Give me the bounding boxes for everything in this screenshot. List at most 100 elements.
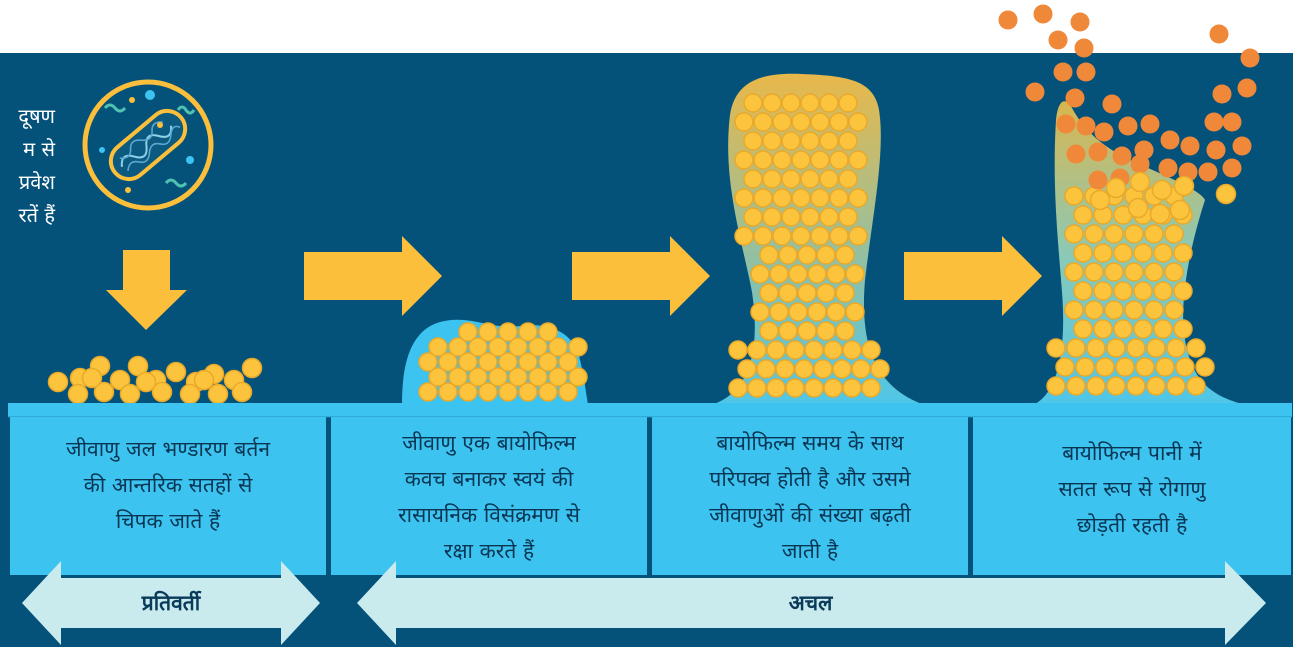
- bacterium-dot: [83, 369, 102, 388]
- bacterium-dot: [539, 323, 557, 341]
- bacterium-dot: [1167, 377, 1185, 395]
- bacterium-dot: [1125, 225, 1143, 243]
- bacterium-dot: [1089, 143, 1108, 162]
- bacterium-dot: [805, 379, 823, 397]
- stage-cell: जीवाणु जल भण्डारण बर्तन की आन्तरिक सतहों…: [10, 417, 326, 575]
- bacterium-dot: [751, 303, 769, 321]
- bacterium-dot: [738, 360, 756, 378]
- bacterium-dot: [849, 151, 867, 169]
- bacterium-dot: [836, 322, 854, 340]
- bacterium-dot: [801, 94, 819, 112]
- bacterium-icon: [85, 82, 211, 208]
- bacterium-dot: [871, 360, 889, 378]
- bacterium-dot: [757, 360, 775, 378]
- bacterium-dot: [479, 323, 497, 341]
- bacterium-dot: [852, 360, 870, 378]
- bacterium-dot: [798, 284, 816, 302]
- bacterium-dot: [763, 208, 781, 226]
- bacterium-dot: [862, 341, 880, 359]
- right-arrow: [904, 236, 1042, 316]
- bacterium-dot: [1096, 358, 1114, 376]
- stage-text-line: रासायनिक विसंक्रमण से: [331, 497, 647, 533]
- bacterium-dot: [789, 265, 807, 283]
- bacterium-dot: [792, 189, 810, 207]
- bacterium-dot: [808, 303, 826, 321]
- bacterium-dot: [1114, 320, 1132, 338]
- bacterium-dot: [1145, 225, 1163, 243]
- bacterium-dot: [1095, 123, 1114, 142]
- bacterium-dot: [195, 371, 214, 390]
- bacterium-dot: [1134, 244, 1152, 262]
- bacterium-dot: [1107, 179, 1126, 198]
- bacterium-dot: [814, 360, 832, 378]
- bacterium-dot: [1187, 339, 1205, 357]
- bacterium-dot: [243, 359, 262, 378]
- bacterium-dot: [751, 265, 769, 283]
- bacterium-dot: [1223, 159, 1242, 178]
- bacterium-dot: [820, 132, 838, 150]
- bacterium-dot: [1129, 199, 1148, 218]
- bacterium-dot: [811, 227, 829, 245]
- bacterium-dot: [569, 338, 587, 356]
- bacterium-dot: [754, 227, 772, 245]
- bacterium-dot: [744, 170, 762, 188]
- bacterium-dot: [1114, 282, 1132, 300]
- bacterium-dot: [1076, 358, 1094, 376]
- stage-text-line: रक्षा करते हैं: [331, 533, 647, 569]
- bacterium-dot: [792, 151, 810, 169]
- bacterium-dot: [1089, 171, 1108, 190]
- bacterium-dot: [1156, 358, 1174, 376]
- bacterium-dot: [1145, 263, 1163, 281]
- bacterium-dot: [1047, 377, 1065, 395]
- bacterium-dot: [1116, 358, 1134, 376]
- bacterium-dot: [849, 113, 867, 131]
- bacterium-dot: [1125, 263, 1143, 281]
- bacterium-dot: [801, 208, 819, 226]
- bacterium-dot: [1114, 244, 1132, 262]
- bacterium-dot: [849, 227, 867, 245]
- bacterium-dot: [839, 170, 857, 188]
- bacterium-dot: [820, 170, 838, 188]
- bacterium-dot: [792, 227, 810, 245]
- bacterium-dot: [779, 246, 797, 264]
- bacterium-dot: [839, 208, 857, 226]
- bacterium-dot: [1107, 339, 1125, 357]
- stage-text-line: बायोफिल्म समय के साथ: [652, 425, 968, 461]
- stage-text-line: जीवाणु एक बायोफिल्म: [331, 425, 647, 461]
- stage-text-line: बायोफिल्म पानी में: [973, 435, 1291, 471]
- bacterium-dot: [121, 385, 140, 404]
- bacterium-dot: [779, 322, 797, 340]
- bacterium-dot: [849, 189, 867, 207]
- bacterium-dot: [1074, 320, 1092, 338]
- bacterium-dot: [760, 322, 778, 340]
- bacterium-dot: [1119, 117, 1138, 136]
- bacterium-dot: [1113, 147, 1132, 166]
- bacterium-dot: [1145, 301, 1163, 319]
- bacterium-dot: [1176, 358, 1194, 376]
- bacterium-dot: [1127, 339, 1145, 357]
- bacterium-dot: [1161, 131, 1180, 150]
- bacterium-dot: [1147, 377, 1165, 395]
- stage-cell: बायोफिल्म समय के साथ परिपक्व होती है और …: [652, 417, 968, 575]
- bacterium-dot: [811, 151, 829, 169]
- bacterium-dot: [1065, 263, 1083, 281]
- stage-text: बायोफिल्म पानी में सतत रूप से रोगाणु छोड…: [973, 435, 1291, 543]
- bacterium-dot: [782, 132, 800, 150]
- bacterium-dot: [770, 265, 788, 283]
- bacterium-dot: [824, 379, 842, 397]
- bacterium-dot: [1071, 13, 1090, 32]
- bacterium-dot: [1217, 185, 1236, 204]
- bacterium-dot: [1154, 320, 1172, 338]
- bacterium-dot: [1223, 113, 1242, 132]
- bacterium-dot: [69, 385, 88, 404]
- bacterium-dot: [1105, 301, 1123, 319]
- bacterium-dot: [798, 322, 816, 340]
- bacterium-dot: [820, 94, 838, 112]
- bacterium-dot: [839, 94, 857, 112]
- bacterium-dot: [763, 94, 781, 112]
- bacterium-dot: [830, 189, 848, 207]
- bacterium-dot: [1154, 282, 1172, 300]
- bacterium-dot: [1067, 145, 1086, 164]
- bacterium-dot: [1085, 225, 1103, 243]
- bacterium-dot: [836, 246, 854, 264]
